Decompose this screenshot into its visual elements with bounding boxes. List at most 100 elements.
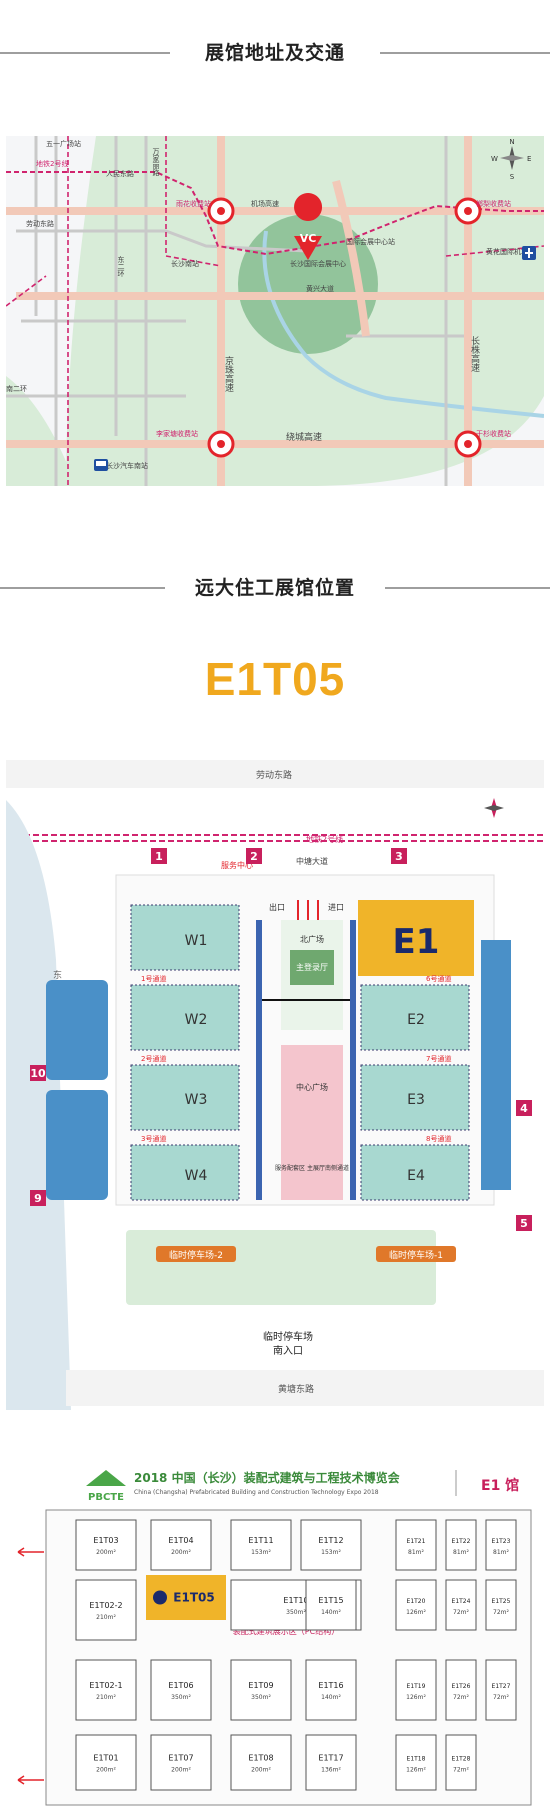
booth-area: 126m² [406, 1609, 426, 1616]
booth [150, 1519, 212, 1571]
svg-text:VC: VC [300, 232, 317, 245]
booth-code: E1T18 [407, 1756, 426, 1763]
hall-e1-highlight [358, 900, 474, 976]
svg-text:E1 馆: E1 馆 [481, 1477, 519, 1494]
booth-code: E1T23 [492, 1538, 511, 1545]
hall-e [360, 984, 470, 1201]
section-title: 展馆地址及交通 [204, 42, 345, 64]
svg-text:临时停车场-1: 临时停车场-1 [389, 1249, 443, 1261]
booth-area: 72m² [493, 1694, 509, 1701]
booth-highlight-code: E1T05 [173, 1591, 214, 1605]
section-title: 远大住工展馆位置 [194, 577, 355, 599]
svg-text:国际会展中心站: 国际会展中心站 [346, 237, 395, 246]
booth-area: 72m² [453, 1694, 469, 1701]
booth-code: E1T05 [204, 653, 346, 705]
svg-text:1: 1 [155, 850, 163, 863]
svg-text:长沙汽车南站: 长沙汽车南站 [106, 461, 148, 470]
booth-area: 136m² [321, 1767, 341, 1774]
svg-text:E: E [527, 155, 531, 163]
svg-text:万家丽路: 万家丽路 [152, 148, 160, 177]
booth-area: 81m² [408, 1549, 424, 1556]
booth-area: 140m² [321, 1609, 341, 1616]
booth-code: E1T19 [407, 1683, 426, 1690]
booth-area: 153m² [251, 1549, 271, 1556]
svg-text:W: W [491, 155, 498, 163]
booth-code: E1T25 [492, 1598, 511, 1605]
booth-code: E1T24 [452, 1598, 471, 1605]
svg-text:2号通道: 2号通道 [141, 1054, 166, 1063]
svg-text:服务中心: 服务中心 [221, 860, 253, 870]
booth-area: 200m² [171, 1767, 191, 1774]
svg-text:劳动东路: 劳动东路 [256, 769, 292, 781]
svg-text:地铁2号线: 地铁2号线 [306, 834, 343, 844]
section-header-location: 远大住工展馆位置 [0, 573, 550, 603]
booth-code: E1T04 [168, 1536, 193, 1545]
booth-area: 200m² [251, 1767, 271, 1774]
booth [75, 1659, 137, 1721]
svg-text:京珠高速: 京珠高速 [223, 355, 234, 393]
booth [395, 1734, 437, 1791]
location-map: VC 机场高速 京珠高速 长株高速 绕城高速 黄兴大道 人民东路 万家丽路 东二… [6, 136, 544, 486]
booth-code: E1T07 [168, 1754, 193, 1763]
svg-text:出口: 出口 [269, 902, 285, 912]
svg-text:劳动东路: 劳动东路 [26, 219, 54, 228]
booth [395, 1659, 437, 1721]
divider [0, 587, 165, 589]
booth [395, 1579, 437, 1631]
svg-text:黄塘东路: 黄塘东路 [278, 1383, 314, 1395]
booth [445, 1519, 477, 1571]
booth-area: 350m² [171, 1694, 191, 1701]
svg-text:4: 4 [520, 1102, 528, 1115]
booth [485, 1519, 517, 1571]
booth [445, 1659, 477, 1721]
booth-code: E1T15 [318, 1596, 343, 1605]
booth-code: E1T02-1 [89, 1681, 122, 1690]
booth-code: E1T17 [318, 1754, 343, 1763]
booth-area: 200m² [171, 1549, 191, 1556]
booth [150, 1659, 212, 1721]
svg-text:榔梨收费站: 榔梨收费站 [476, 199, 511, 208]
svg-text:7号通道: 7号通道 [426, 1054, 451, 1063]
booth-code: E1T20 [407, 1598, 426, 1605]
booth [305, 1734, 357, 1791]
svg-text:长沙国际会展中心: 长沙国际会展中心 [290, 259, 346, 268]
svg-text:China (Changsha) Prefabricated: China (Changsha) Prefabricated Building … [134, 1489, 379, 1496]
svg-text:南二环: 南二环 [6, 384, 27, 393]
booth-code: E1T10 [283, 1596, 308, 1605]
svg-text:E1: E1 [393, 922, 440, 962]
svg-text:装配式建筑展示区（PC结构）: 装配式建筑展示区（PC结构） [233, 1626, 339, 1636]
booth [445, 1579, 477, 1631]
booth [230, 1659, 292, 1721]
venue-pin: VC [294, 193, 323, 260]
svg-text:1号通道: 1号通道 [141, 974, 166, 983]
booth-code: E1T27 [492, 1683, 511, 1690]
interchange-markers [207, 197, 482, 458]
booth [75, 1734, 137, 1791]
svg-text:W4: W4 [185, 1168, 208, 1184]
bus-station-icon [94, 459, 108, 471]
svg-text:S: S [510, 173, 515, 181]
svg-text:五一广场站: 五一广场站 [46, 139, 81, 148]
booth-code: E1T02-2 [89, 1601, 122, 1610]
svg-text:10: 10 [30, 1067, 46, 1080]
compass-icon [484, 798, 504, 818]
booth-area: 72m² [453, 1609, 469, 1616]
booth-area: 72m² [453, 1767, 469, 1774]
svg-text:李家塘收费站: 李家塘收费站 [156, 429, 198, 438]
booth-code: E1T28 [452, 1756, 471, 1763]
booth-area: 81m² [493, 1549, 509, 1556]
booth [395, 1519, 437, 1571]
booth-area: 350m² [251, 1694, 271, 1701]
svg-text:中塘大道: 中塘大道 [296, 856, 328, 866]
svg-text:8号通道: 8号通道 [426, 1134, 451, 1143]
booth [230, 1734, 292, 1791]
booth-code: E1T21 [407, 1538, 426, 1545]
svg-text:服务配套区 主展厅南侧通道: 服务配套区 主展厅南侧通道 [275, 1164, 349, 1172]
booth-area: 72m² [493, 1609, 509, 1616]
booth-area: 350m² [286, 1609, 306, 1616]
svg-text:长株高速: 长株高速 [469, 335, 480, 373]
svg-text:机场高速: 机场高速 [251, 199, 279, 208]
brand-logo-icon [153, 1590, 167, 1605]
booth-code: E1T09 [248, 1681, 273, 1690]
booth [300, 1519, 362, 1571]
